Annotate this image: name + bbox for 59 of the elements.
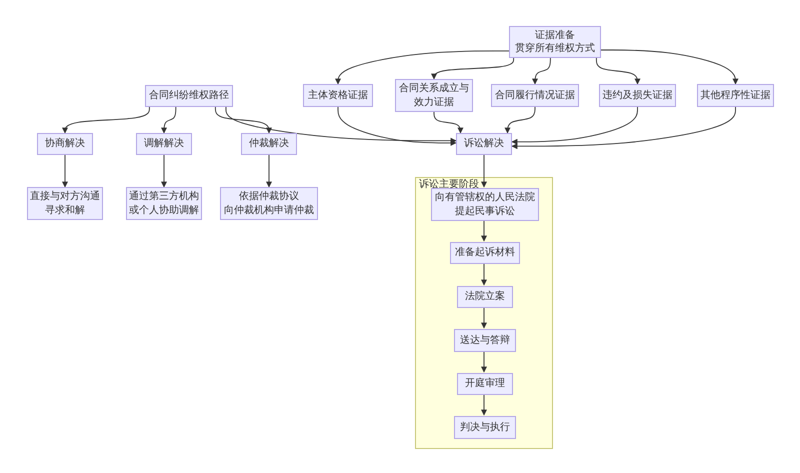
arrow — [600, 50, 738, 85]
process-box — [491, 84, 579, 107]
process-box — [303, 84, 373, 107]
box-label: 判决与执行 — [460, 420, 510, 434]
box-label: 合同关系成立与效力证据 — [399, 82, 469, 109]
box-label: 证据准备贯穿所有维权方式 — [515, 28, 595, 56]
box-label: 法院立案 — [465, 290, 505, 304]
arrow — [596, 58, 640, 85]
arrow — [504, 106, 536, 134]
group-title: 诉讼主要阶段 — [419, 179, 479, 191]
box-label: 开庭审理 — [465, 377, 505, 391]
box-label: 违约及损失证据 — [602, 88, 672, 102]
box-label: 通过第三方机构或个人协助调解 — [129, 190, 199, 217]
box-label: 向有管辖权的人民法院提起民事诉讼 — [435, 191, 535, 218]
process-box — [241, 133, 297, 155]
box-label: 调解解决 — [144, 137, 184, 151]
process-box — [450, 242, 520, 264]
arrow — [532, 58, 551, 85]
process-box — [454, 329, 516, 352]
box-label: 诉讼解决 — [464, 137, 504, 151]
arrow — [481, 262, 487, 286]
box-label: 协商解决 — [45, 137, 85, 151]
arrow — [511, 106, 638, 145]
arrow — [481, 306, 487, 329]
arrow — [161, 154, 167, 188]
arrow — [481, 220, 487, 242]
arrow — [161, 106, 176, 134]
process-box — [457, 373, 513, 395]
arrow — [338, 106, 457, 146]
box-label: 准备起诉材料 — [455, 246, 515, 260]
arrow — [62, 154, 68, 188]
box-label: 仲裁解决 — [249, 137, 289, 151]
arrow — [511, 106, 736, 150]
arrow — [226, 106, 457, 144]
arrow — [481, 394, 487, 416]
box-label: 送达与答辩 — [460, 334, 510, 348]
process-box — [454, 416, 516, 439]
box-label: 其他程序性证据 — [700, 88, 770, 102]
process-box — [145, 85, 233, 107]
box-label: 直接与对方沟通寻求和解 — [30, 190, 100, 217]
box-label: 合同履行情况证据 — [495, 88, 575, 102]
box-label: 主体资格证据 — [308, 88, 368, 102]
process-box — [37, 133, 93, 155]
process-box — [457, 286, 513, 308]
box-label: 依据仲裁协议向仲裁机构申请仲裁 — [224, 190, 314, 217]
process-box — [509, 26, 601, 58]
arrow — [481, 350, 487, 373]
process-box — [456, 133, 512, 155]
arrow — [266, 154, 272, 188]
arrow — [214, 106, 272, 134]
arrow — [481, 154, 487, 188]
process-box — [599, 84, 676, 107]
arrow — [431, 58, 514, 80]
stage-group-panel — [415, 177, 553, 449]
process-box — [697, 84, 774, 107]
arrow — [335, 50, 510, 85]
box-label: 合同纠纷维权路径 — [149, 89, 229, 103]
process-box — [136, 133, 192, 155]
arrow — [62, 106, 150, 134]
